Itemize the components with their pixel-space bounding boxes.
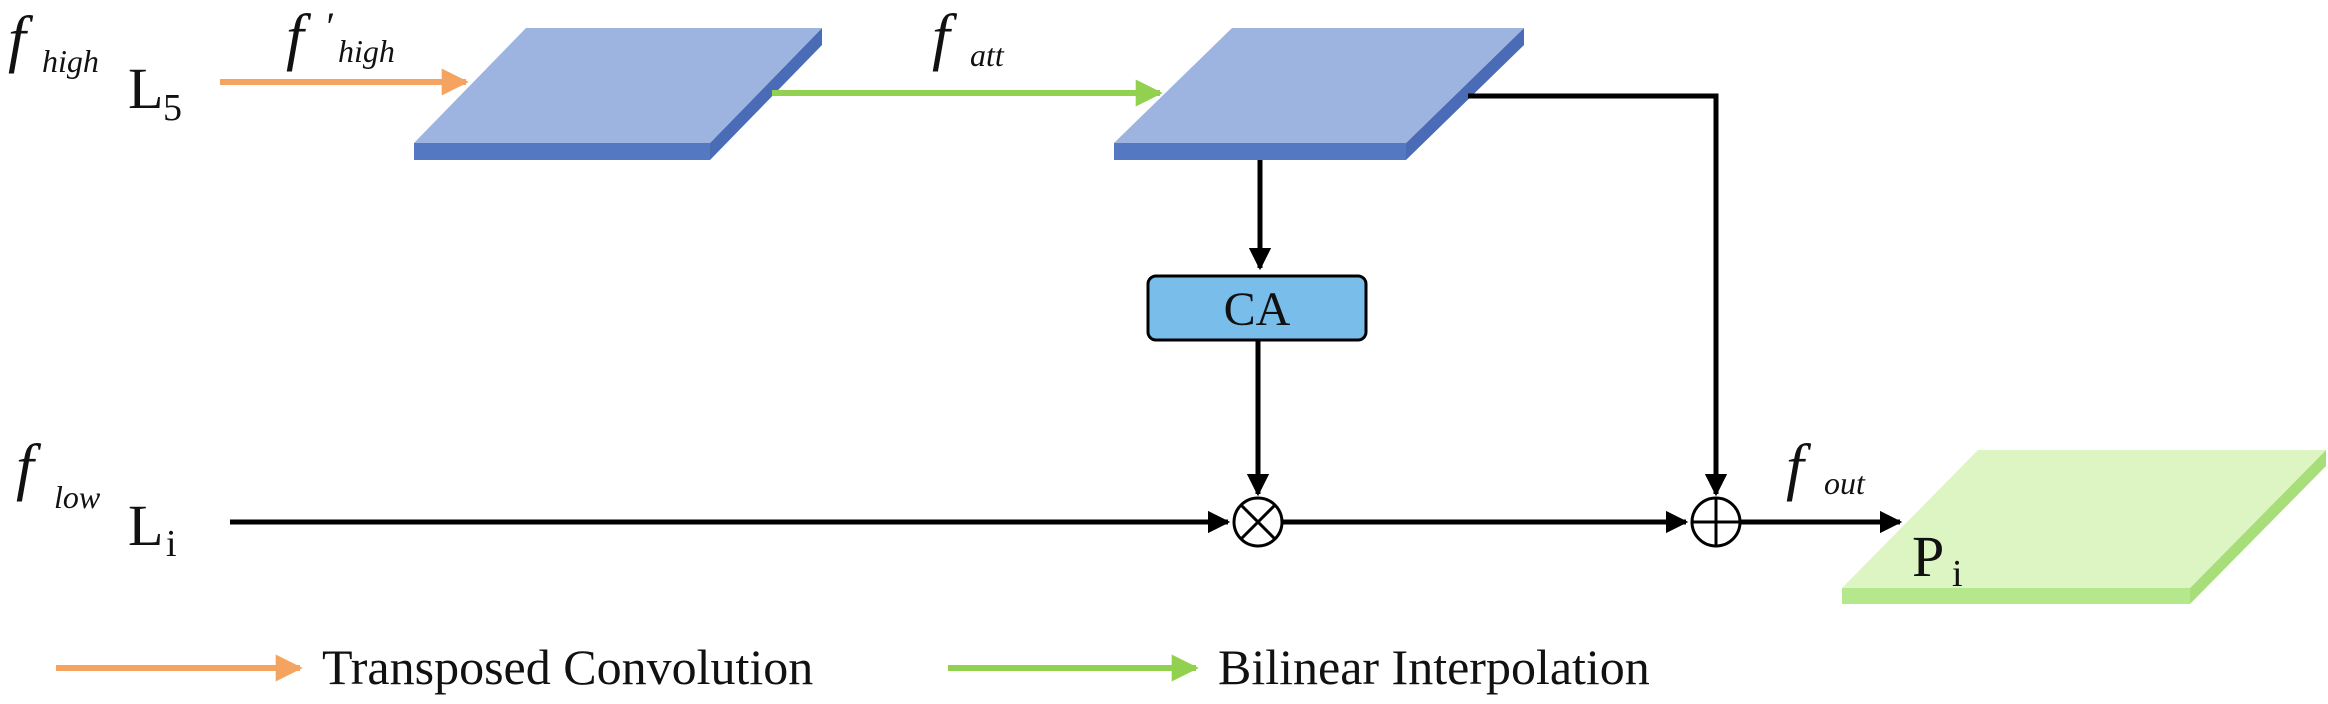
output-feature-subscript: out	[1824, 465, 1866, 501]
output-feature-label: f out	[1786, 431, 1866, 502]
high-feature-subscript: high	[42, 43, 99, 79]
feature-plane-2	[1114, 28, 1524, 160]
skip-connection-arrow	[1468, 93, 1728, 497]
high-feature-label: f high	[8, 3, 99, 79]
multiply-operator	[1232, 496, 1284, 548]
low-layer-symbol: L	[128, 493, 163, 558]
legend: Transposed Convolution Bilinear Interpol…	[56, 639, 1650, 695]
output-label-symbol: P	[1912, 524, 1944, 589]
output-feature-symbol: f	[1786, 431, 1812, 502]
feature-plane-1	[414, 28, 822, 160]
low-layer-subscript: i	[166, 523, 177, 565]
output-plane	[1842, 450, 2326, 604]
legend-bilinear-interpolation: Bilinear Interpolation	[1218, 639, 1650, 695]
low-feature-symbol: f	[16, 431, 42, 502]
high-layer-symbol: L	[128, 56, 163, 121]
legend-transposed-convolution: Transposed Convolution	[322, 639, 813, 695]
low-layer-label: L i	[128, 493, 177, 565]
high-layer-subscript: 5	[163, 87, 182, 129]
low-feature-label: f low	[16, 431, 101, 515]
ca-module-label: CA	[1224, 283, 1291, 336]
attention-feature-label: f att	[932, 1, 1005, 73]
add-operator	[1690, 496, 1742, 548]
transposed-feature-prime: ′	[324, 4, 334, 49]
output-label: P i	[1912, 524, 1963, 595]
high-feature-symbol: f	[8, 3, 34, 74]
transposed-feature-subscript: high	[338, 33, 395, 69]
attention-feature-subscript: att	[970, 37, 1005, 73]
output-label-subscript: i	[1952, 553, 1963, 595]
transposed-feature-symbol: f	[286, 1, 312, 72]
transposed-feature-label: f ′ high	[286, 1, 395, 72]
high-layer-label: L 5	[128, 56, 182, 129]
attention-feature-symbol: f	[932, 1, 958, 72]
ca-module: CA	[1146, 274, 1368, 342]
low-feature-subscript: low	[54, 479, 101, 515]
